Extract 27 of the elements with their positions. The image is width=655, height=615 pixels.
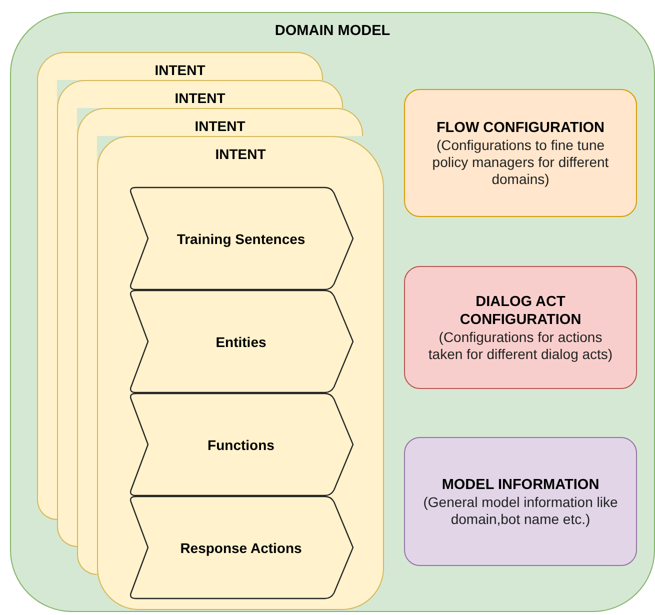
card-description: (Configurations for actions taken for different dialog acts) (427, 328, 614, 362)
intent-card-top (77, 108, 363, 136)
step-label: Response Actions (179, 540, 303, 556)
intent-card (97, 136, 384, 610)
card-title: INTENT (154, 62, 206, 78)
card-heading: DIALOG ACT CONFIGURATION (458, 292, 582, 328)
step-label: Functions (206, 436, 276, 452)
step-label: Training Sentences (176, 230, 306, 246)
chevron-step (128, 187, 354, 290)
chevron-step (128, 393, 354, 496)
card-description: (Configurations to fine tune policy managers for different domains) (431, 136, 610, 188)
step-label: Entities (214, 334, 268, 350)
card-heading: FLOW CONFIGURATION (436, 118, 605, 136)
chevron-step (128, 496, 354, 599)
card-description: (General model information like domain,bot name etc.) (423, 494, 618, 528)
card-title: INTENT (194, 118, 246, 134)
info-card (404, 266, 637, 389)
chevron-step (128, 290, 354, 393)
intent-card-top (37, 52, 323, 80)
info-card (404, 89, 637, 217)
intent-card-top (57, 80, 343, 108)
domain-container (10, 12, 655, 612)
info-card (404, 437, 637, 566)
container-title: DOMAIN MODEL (274, 23, 392, 39)
card-heading: MODEL INFORMATION (442, 476, 600, 494)
card-title: INTENT (174, 90, 226, 106)
card-title: INTENT (214, 146, 267, 162)
